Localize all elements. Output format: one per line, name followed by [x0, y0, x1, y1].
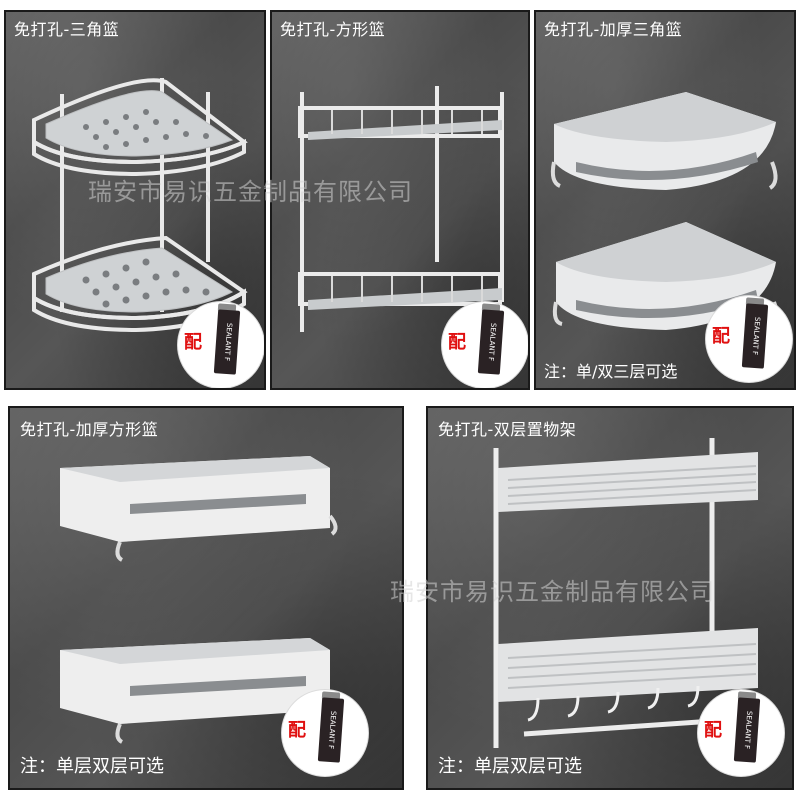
panel-thick-triangle-basket: 免打孔-加厚三角篮 配 SEALANT F 注：单/双三层可选 — [534, 10, 796, 390]
panel-title: 免打孔-双层置物架 — [438, 420, 577, 439]
panel-title: 免打孔-加厚三角篮 — [544, 20, 683, 39]
thick-triangle-basket-image — [550, 92, 779, 330]
thick-square-basket-image — [60, 456, 338, 744]
sealant-badge: 配 SEALANT F — [706, 296, 792, 382]
sealant-badge: 配 SEALANT F — [698, 690, 784, 776]
panel-square-basket: 免打孔-方形篮 配 SEALANT F — [270, 10, 530, 390]
watermark-bottom: 瑞安市易识五金制品有限公司 — [390, 578, 715, 606]
double-rack-image — [493, 438, 758, 748]
panel-triangle-basket: 免打孔-三角篮 配 SEALANT F — [4, 10, 266, 390]
panel-title: 免打孔-三角篮 — [14, 20, 120, 39]
badge-label: 配 — [184, 332, 202, 353]
square-basket-image — [298, 86, 504, 332]
panel-title: 免打孔-加厚方形篮 — [20, 420, 159, 439]
panel-title: 免打孔-方形篮 — [280, 20, 386, 39]
badge-label: 配 — [704, 720, 722, 741]
panel-thick-square-basket: 免打孔-加厚方形篮 配 SEALANT F 注：单层双层可选 — [8, 406, 404, 790]
sealant-badge: 配 SEALANT F — [442, 302, 528, 388]
sealant-badge: 配 SEALANT F — [178, 302, 264, 388]
panel-double-rack: 免打孔-双层置物架 配 SEALANT F 注：单层双层可选 — [426, 406, 794, 790]
sealant-badge: 配 SEALANT F — [282, 690, 368, 776]
panel-note: 注：单/双三层可选 — [544, 362, 678, 381]
badge-label: 配 — [448, 332, 466, 353]
badge-label: 配 — [288, 720, 306, 741]
panel-note: 注：单层双层可选 — [438, 756, 582, 777]
badge-label: 配 — [712, 326, 730, 347]
panel-note: 注：单层双层可选 — [20, 756, 164, 777]
watermark-top: 瑞安市易识五金制品有限公司 — [88, 178, 413, 206]
